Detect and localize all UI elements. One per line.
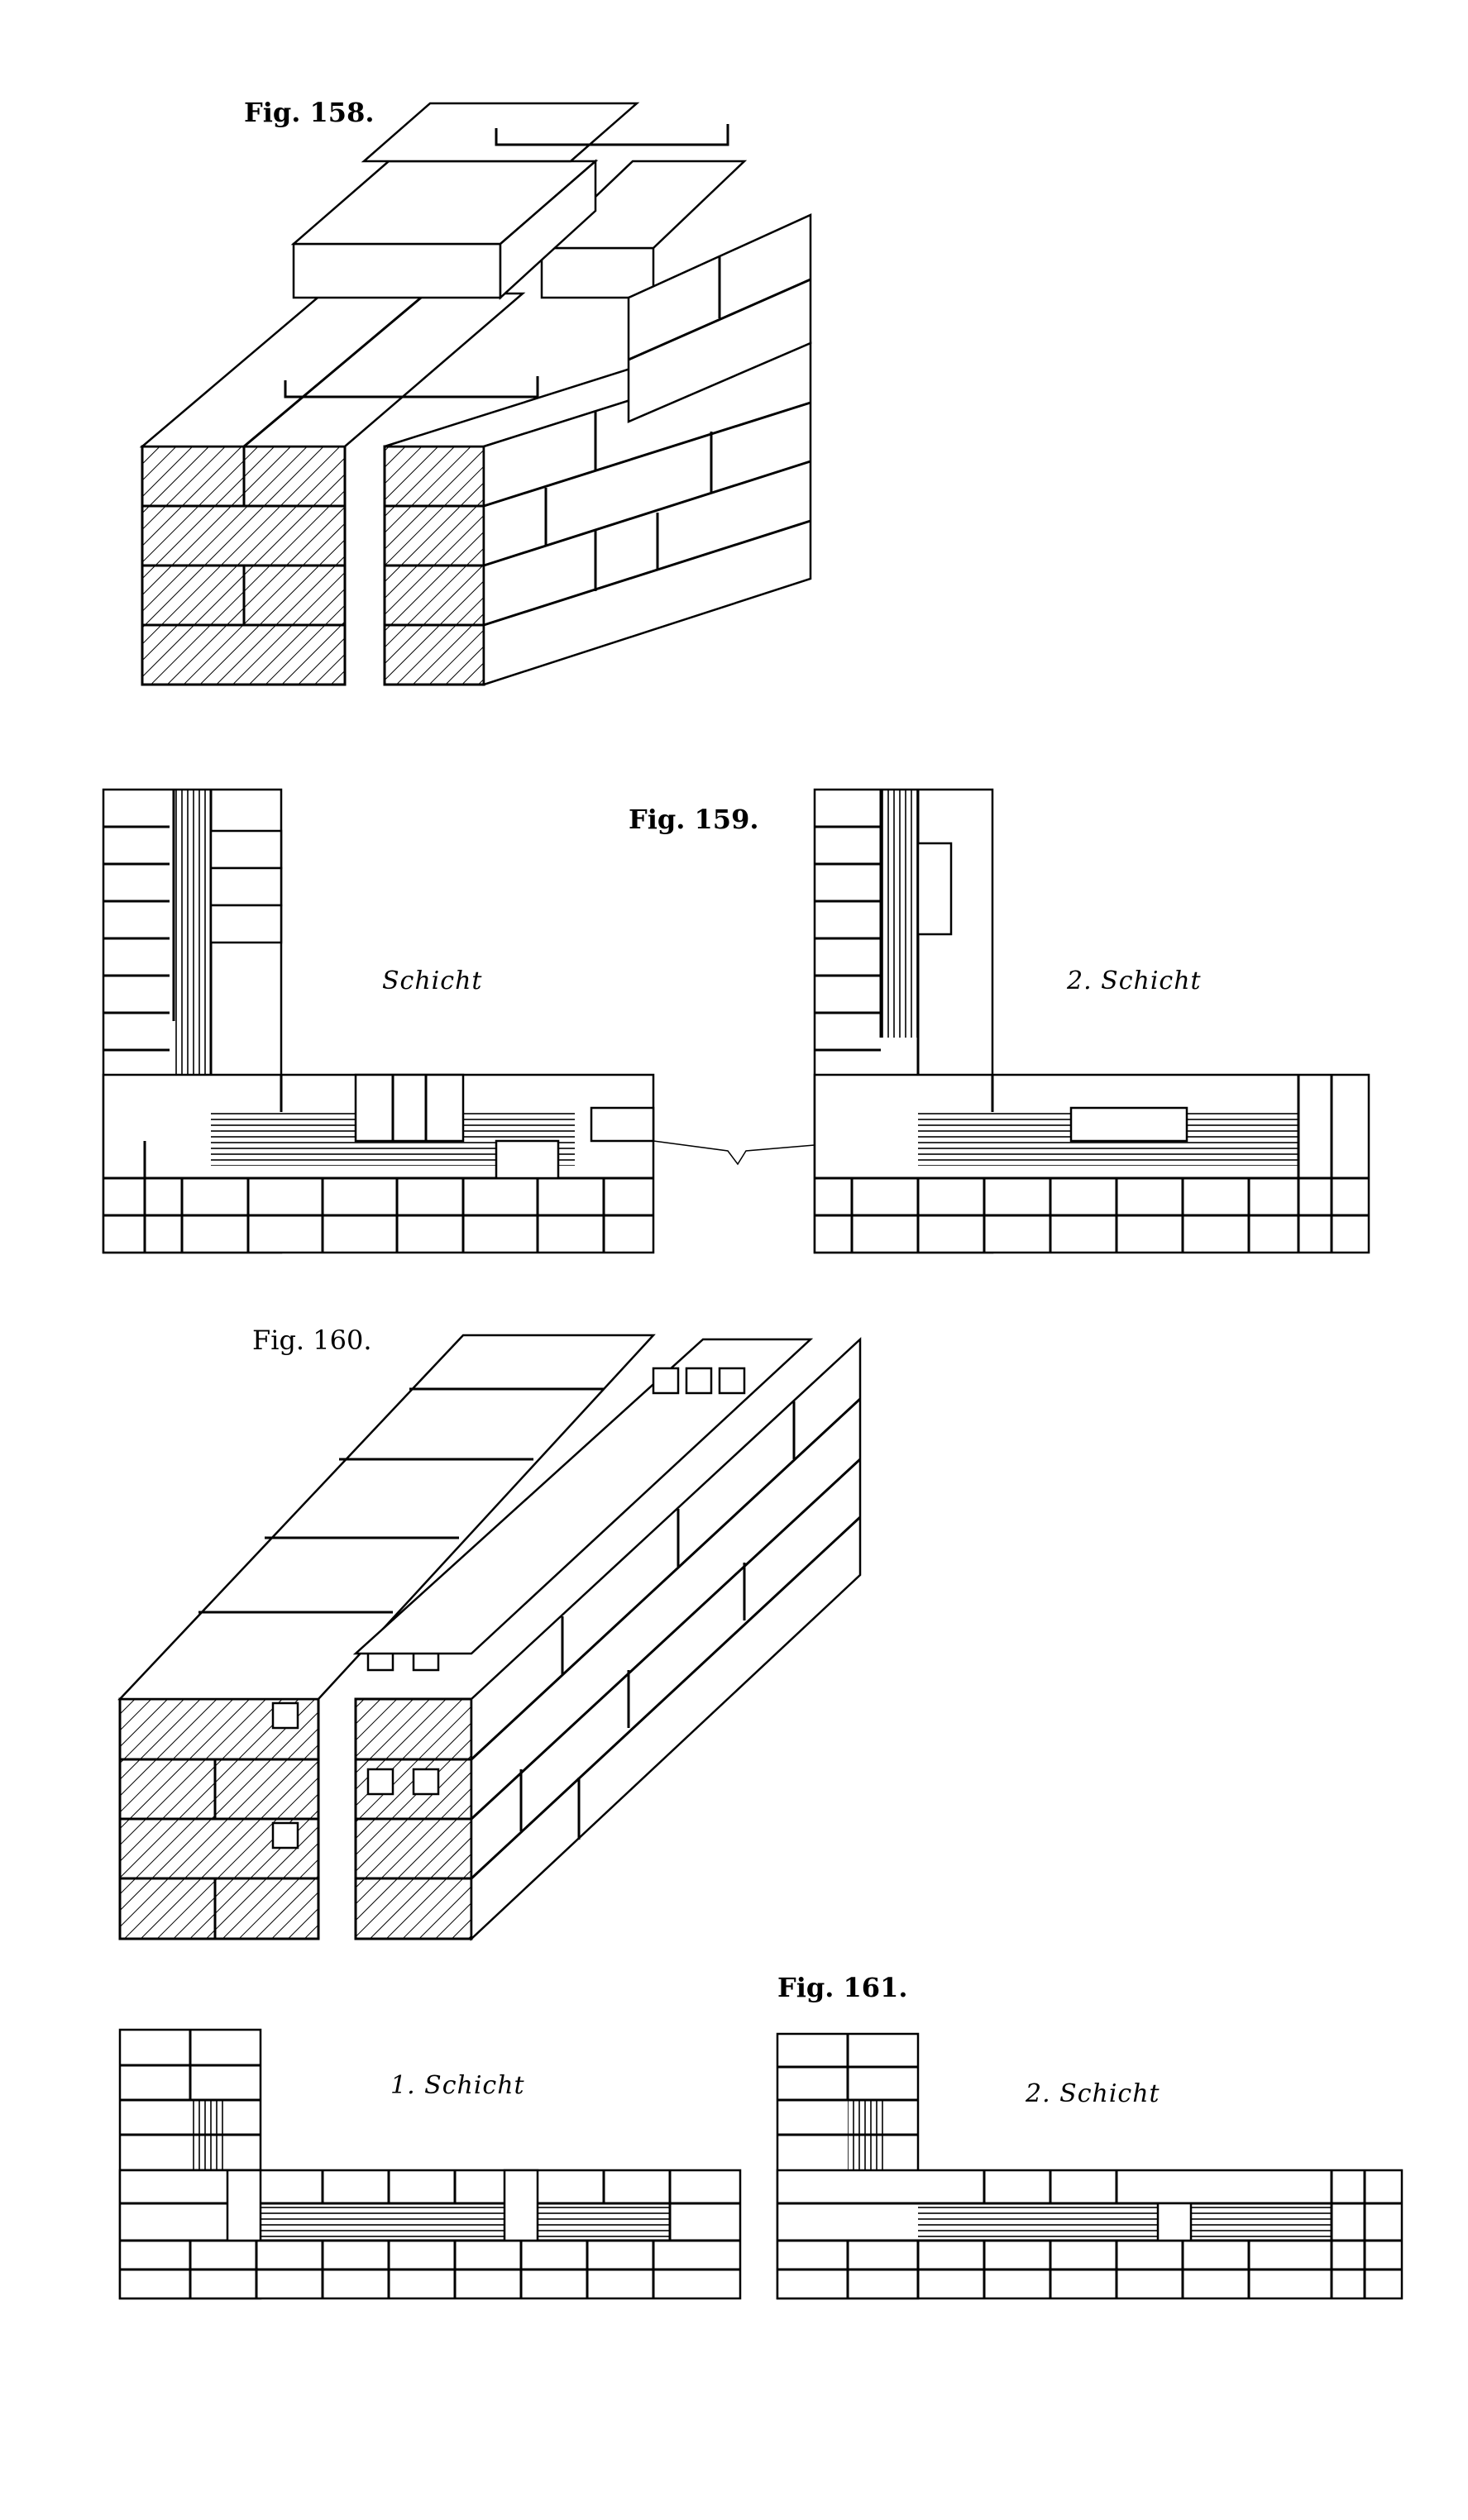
fig159-left-caption: Schicht: [382, 966, 483, 995]
fig158-label: Fig. 158.: [244, 97, 375, 128]
fig159-break-line: [653, 1140, 815, 1166]
fig159-label: Fig. 159.: [629, 804, 759, 835]
fig161-right-plan: [776, 2032, 1403, 2300]
fig161-left-caption: 1. Schicht: [390, 2071, 525, 2100]
fig159-right-plan: [813, 788, 1370, 1254]
fig160-label: Fig. 160.: [252, 1324, 372, 1356]
fig159-left-plan: [102, 788, 655, 1254]
fig160-drawing: [117, 1334, 862, 1941]
fig161-left-plan: [118, 2028, 742, 2300]
fig161-right-caption: 2. Schicht: [1026, 2079, 1160, 2108]
fig158-drawing: [139, 102, 812, 686]
fig159-right-caption: 2. Schicht: [1067, 966, 1202, 995]
fig161-label: Fig. 161.: [777, 1972, 908, 2003]
